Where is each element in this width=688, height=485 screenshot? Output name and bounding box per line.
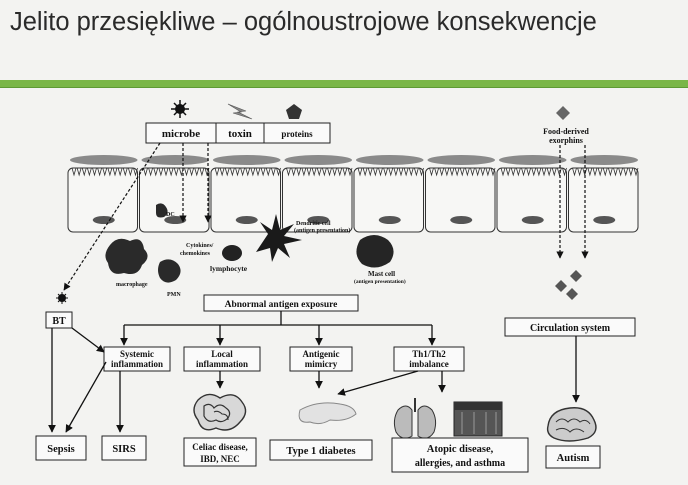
microvilli: [500, 167, 567, 177]
microvilli: [143, 167, 210, 177]
cell-nucleus: [450, 216, 473, 224]
svg-text:Celiac disease,: Celiac disease,: [192, 442, 248, 452]
node-atopic: Atopic disease, allergies, and asthma: [391, 437, 529, 473]
svg-text:inflammation: inflammation: [196, 359, 248, 369]
pentagon-icon: [286, 104, 302, 119]
svg-text:allergies, and asthma: allergies, and asthma: [415, 458, 505, 469]
diamond-icon: [556, 106, 570, 120]
dc-small-cell: [156, 203, 168, 218]
exorphin-diamonds: [555, 270, 582, 300]
food-label-line1: Food-derived: [543, 127, 589, 136]
svg-text:SIRS: SIRS: [112, 444, 136, 455]
microvilli: [286, 167, 353, 177]
cell-nucleus: [92, 216, 115, 224]
immune-cells: macrophage DC PMN Cytokines/ chemokines …: [105, 203, 406, 298]
node-bt: BT: [45, 311, 73, 329]
mucus-layer: [70, 155, 638, 165]
node-antigenic: Antigenic mimicry: [289, 346, 353, 372]
brain-icon: [546, 407, 597, 442]
svg-text:Abnormal antigen exposure: Abnormal antigen exposure: [225, 300, 338, 310]
intestinal-epithelium: [67, 155, 639, 233]
svg-text:Circulation system: Circulation system: [530, 323, 611, 334]
accent-divider: [0, 80, 688, 88]
macrophage-cell: [105, 238, 148, 274]
svg-text:BT: BT: [52, 316, 66, 327]
microbe-label: microbe: [162, 128, 200, 140]
node-celiac: Celiac disease, IBD, NEC: [183, 437, 257, 467]
node-th-imbalance: Th1/Th2 imbalance: [393, 346, 465, 372]
node-circulation: Circulation system: [504, 317, 636, 337]
node-local: Local inflammation: [183, 346, 261, 372]
toxin-label: toxin: [228, 128, 252, 140]
proteins-label: proteins: [281, 129, 313, 139]
lymphocyte-label: lymphocyte: [210, 264, 248, 273]
node-abnormal-antigen: Abnormal antigen exposure: [203, 294, 359, 312]
pmn-cell: [158, 259, 181, 283]
cell-nucleus: [521, 216, 544, 224]
mucus-blob: [427, 155, 495, 165]
microvilli: [214, 167, 281, 177]
svg-text:mimicry: mimicry: [305, 359, 338, 369]
mucus-blob: [213, 155, 281, 165]
svg-text:Atopic disease,: Atopic disease,: [427, 444, 494, 455]
node-sirs: SIRS: [101, 435, 147, 461]
svg-text:Sepsis: Sepsis: [47, 444, 74, 455]
dc-label: DC: [166, 212, 175, 218]
svg-text:Autism: Autism: [557, 453, 590, 464]
node-diabetes: Type 1 diabetes: [269, 439, 373, 461]
epithelial-cells: [67, 167, 639, 233]
food-label-line2: exorphins: [549, 136, 583, 145]
svg-text:Systemic: Systemic: [120, 349, 154, 359]
microvilli: [357, 167, 424, 177]
svg-text:Local: Local: [211, 349, 233, 359]
mucus-blob: [499, 155, 567, 165]
cell-nucleus: [593, 216, 616, 224]
intestine-icon: [193, 393, 247, 431]
penetration-arrows: [63, 142, 589, 291]
flow-arrows: [48, 311, 580, 433]
mast-label-1: Mast cell: [368, 270, 395, 278]
mast-label-2: (antigen presentation): [354, 278, 406, 285]
bt-microbe-icon: [56, 292, 68, 304]
mast-cell: [356, 235, 394, 268]
skin-section-icon: [453, 401, 503, 437]
pancreas-icon: [298, 402, 357, 425]
microbe-icon: [171, 100, 189, 118]
svg-text:imbalance: imbalance: [409, 359, 449, 369]
lymphocyte-cell: [222, 245, 242, 261]
node-autism: Autism: [545, 445, 601, 469]
dendritic-label-2: (antigen presentation): [294, 227, 350, 234]
node-systemic: Systemic inflammation: [103, 346, 171, 372]
dendritic-label-1: Dendritic cell: [296, 221, 331, 227]
mucus-blob: [570, 155, 638, 165]
cytokines-label-1: Cytokines/: [186, 243, 214, 249]
cytokines-label-2: chemokines: [180, 251, 211, 257]
cell-nucleus: [378, 216, 401, 224]
macrophage-label: macrophage: [116, 282, 148, 288]
slide-title: Jelito przesiękliwe – ogólnoustrojowe ko…: [10, 8, 597, 36]
mucus-blob: [141, 155, 209, 165]
cell-nucleus: [235, 216, 258, 224]
svg-text:Antigenic: Antigenic: [303, 349, 340, 359]
pmn-label: PMN: [167, 292, 181, 298]
microvilli: [71, 167, 138, 177]
mucus-blob: [356, 155, 424, 165]
microvilli: [429, 167, 496, 177]
dendritic-cell: [256, 214, 302, 262]
svg-text:IBD, NEC: IBD, NEC: [200, 454, 240, 464]
agent-boxes: microbe toxin proteins: [145, 122, 331, 144]
cell-nucleus: [307, 216, 330, 224]
svg-text:Th1/Th2: Th1/Th2: [412, 349, 446, 359]
lungs-icon: [393, 398, 437, 439]
lightning-bolt-icon: [227, 103, 253, 120]
svg-text:inflammation: inflammation: [111, 359, 163, 369]
mucus-blob: [70, 155, 138, 165]
mucus-blob: [284, 155, 352, 165]
svg-text:Type 1 diabetes: Type 1 diabetes: [286, 446, 355, 457]
node-sepsis: Sepsis: [35, 435, 87, 461]
